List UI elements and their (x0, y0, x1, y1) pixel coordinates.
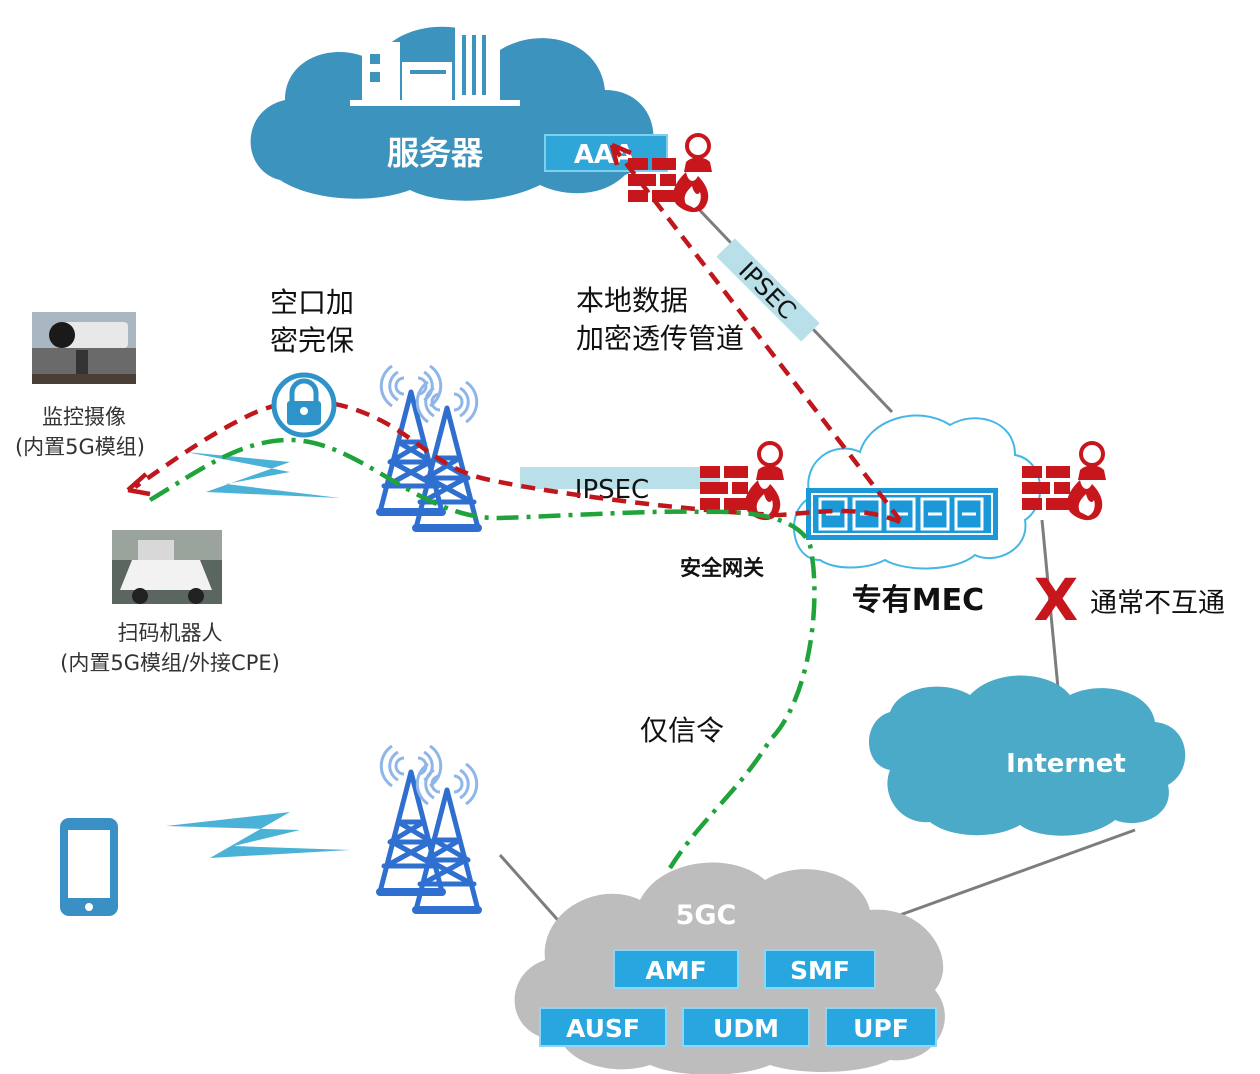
nf-label-upf: UPF (853, 1014, 909, 1043)
nf-box-smf: SMF (764, 949, 876, 989)
encrypted-data-path (133, 143, 902, 525)
nf-label-smf: SMF (790, 956, 850, 985)
building-icon (350, 25, 520, 106)
nf-label-amf: AMF (645, 956, 706, 985)
nf-box-amf: AMF (613, 949, 739, 989)
air-encrypt-line1: 空口加 (270, 286, 354, 319)
mec-rack-segments (818, 497, 984, 531)
camera-sub-label: (内置5G模组) (15, 435, 145, 459)
phone-icon (60, 818, 118, 916)
gateway-label: 安全网关 (680, 556, 764, 580)
encrypted-path-arrow-top (609, 142, 632, 166)
nf-label-udm: UDM (713, 1014, 779, 1043)
mec-label: 专有MEC (852, 583, 984, 618)
camera-label: 监控摄像 (42, 405, 126, 429)
no-connect-label: 通常不互通 (1090, 588, 1225, 619)
internet-label: Internet (1006, 749, 1126, 779)
camera-device (32, 312, 136, 384)
core-title: 5GC (676, 900, 737, 931)
encrypted-path-arrow-end (126, 472, 151, 497)
server-label: 服务器 (387, 134, 484, 172)
tunnel-label: 本地数据 加密透传管道 (576, 284, 744, 355)
nf-box-upf: UPF (825, 1007, 937, 1047)
robot-device (112, 530, 222, 604)
air-encrypt-line2: 密完保 (270, 324, 354, 357)
ipsec-mid-label: IPSEC (575, 475, 649, 505)
tunnel-label-line2: 加密透传管道 (576, 322, 744, 355)
nf-box-ausf: AUSF (539, 1007, 667, 1047)
wireless-link-top (186, 452, 340, 498)
tunnel-label-line1: 本地数据 (576, 284, 688, 317)
core-cloud: 5GC AMF SMF AUSF UDM UPF (514, 862, 945, 1074)
mec-cloud (793, 414, 1042, 570)
air-encrypt-label: 空口加 密完保 (270, 286, 363, 357)
robot-label: 扫码机器人 (118, 621, 223, 645)
wireless-link-bottom (166, 812, 350, 858)
internet-cloud: Internet (869, 675, 1186, 836)
aaa-box: AAA (544, 134, 668, 172)
lock-icon (274, 375, 334, 435)
nf-label-ausf: AUSF (566, 1014, 640, 1043)
no-connect-mark: X (1034, 566, 1079, 634)
nf-box-udm: UDM (682, 1007, 810, 1047)
robot-sub-label: (内置5G模组/外接CPE) (60, 651, 280, 675)
signaling-label: 仅信令 (640, 714, 724, 747)
aaa-label: AAA (574, 140, 634, 170)
server-cloud: 服务器 (250, 25, 654, 201)
base-station-icon-3 (376, 746, 446, 896)
